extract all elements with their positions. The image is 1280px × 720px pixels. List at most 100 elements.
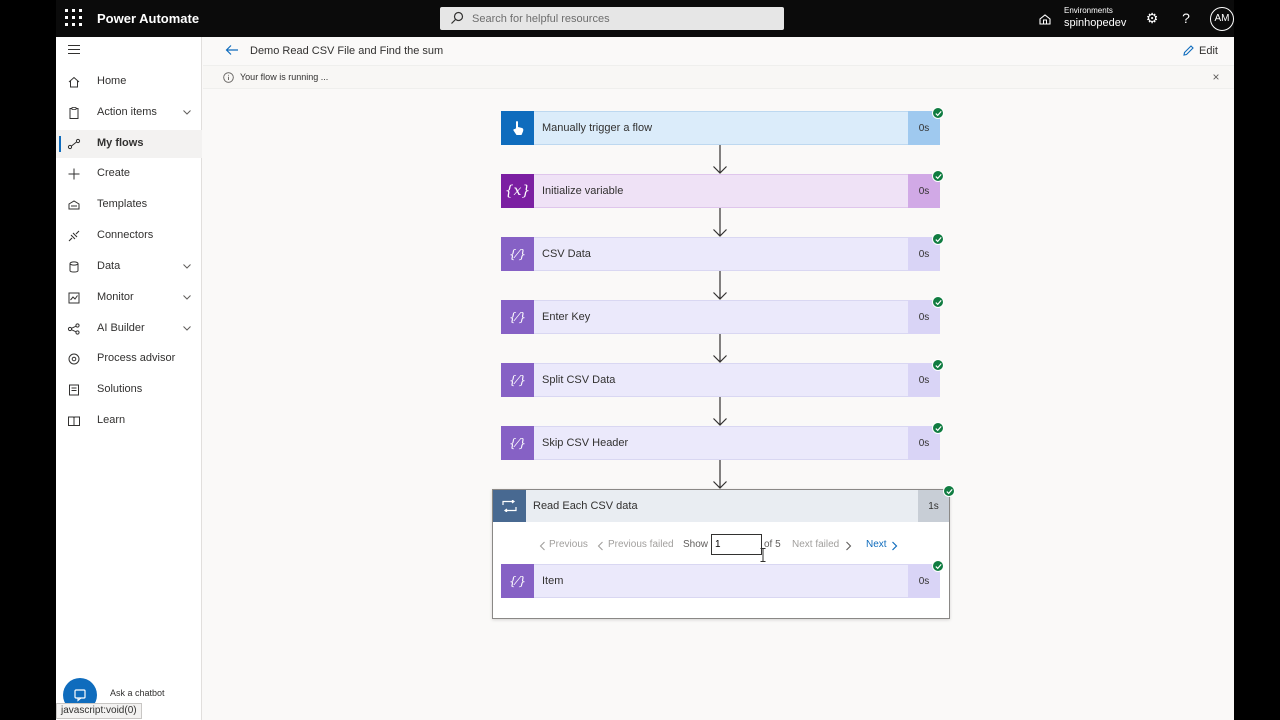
sidebar-item-action-items[interactable]: Action items bbox=[56, 99, 202, 127]
loop-header[interactable]: Read Each CSV data 1s bbox=[493, 490, 949, 522]
solutions-icon bbox=[69, 384, 79, 396]
connector-arrow-icon bbox=[713, 334, 727, 363]
top-bar: Power Automate Environments spinhopedev … bbox=[56, 0, 1234, 37]
environment-label: Environments bbox=[1064, 6, 1113, 15]
chevron-down-icon bbox=[183, 295, 191, 300]
home-icon bbox=[68, 76, 80, 88]
text-cursor-icon bbox=[760, 548, 766, 562]
sidebar-item-templates[interactable]: Templates bbox=[56, 191, 202, 219]
settings-gear-icon[interactable]: ⚙ bbox=[1145, 10, 1159, 26]
sidebar-item-label: Data bbox=[97, 260, 121, 272]
loop-duration: 1s bbox=[918, 490, 949, 522]
run-status-banner: Your flow is running ... × bbox=[203, 65, 1234, 89]
search-box[interactable] bbox=[440, 7, 784, 30]
sidebar-item-monitor[interactable]: Monitor bbox=[56, 284, 202, 312]
connector-icon bbox=[68, 230, 80, 242]
flow-step-manual-trigger[interactable]: Manually trigger a flow 0s bbox=[501, 107, 944, 145]
chevron-right-icon bbox=[892, 541, 898, 551]
iteration-total: of 5 bbox=[764, 539, 781, 550]
step-title: Item bbox=[542, 575, 564, 587]
environment-name: spinhopedev bbox=[1064, 17, 1127, 29]
sidebar-item-label: Connectors bbox=[97, 229, 154, 241]
connector-arrow-icon bbox=[713, 397, 727, 426]
close-icon[interactable]: × bbox=[1212, 70, 1220, 84]
sidebar-item-solutions[interactable]: Solutions bbox=[56, 376, 202, 404]
page-title: Demo Read CSV File and Find the sum bbox=[250, 45, 444, 57]
success-check-icon bbox=[932, 107, 944, 119]
variable-icon: {x} bbox=[501, 174, 534, 208]
flow-step-csv-data[interactable]: {⁄} CSV Data 0s bbox=[501, 233, 944, 271]
status-message: Your flow is running ... bbox=[240, 72, 329, 82]
environment-icon bbox=[1039, 14, 1051, 25]
power-automate-app: Power Automate Environments spinhopedev … bbox=[56, 0, 1234, 720]
flow-step-item[interactable]: {⁄} Item 0s bbox=[501, 560, 944, 598]
sidebar-item-label: Process advisor bbox=[97, 352, 176, 364]
next-label: Next bbox=[866, 539, 887, 550]
sidebar-item-learn[interactable]: Learn bbox=[56, 407, 202, 435]
sidebar-item-data[interactable]: Data bbox=[56, 253, 202, 281]
sidebar-item-label: AI Builder bbox=[97, 322, 145, 334]
flow-step-split-csv-data[interactable]: {⁄} Split CSV Data 0s bbox=[501, 359, 944, 397]
monitor-icon bbox=[68, 292, 80, 304]
app-name[interactable]: Power Automate bbox=[97, 11, 200, 26]
loop-title: Read Each CSV data bbox=[533, 500, 638, 512]
sidebar-item-home[interactable]: Home bbox=[56, 68, 202, 96]
chatbot-icon bbox=[74, 689, 86, 702]
chevron-left-icon bbox=[539, 541, 545, 551]
connector-arrow-icon bbox=[713, 208, 727, 237]
sidebar-item-process-advisor[interactable]: Process advisor bbox=[56, 345, 202, 373]
step-title: Enter Key bbox=[542, 311, 591, 323]
chatbot-label: Ask a chatbot bbox=[110, 688, 165, 698]
flow-step-skip-csv-header[interactable]: {⁄} Skip CSV Header 0s bbox=[501, 422, 944, 460]
flow-step-enter-key[interactable]: {⁄} Enter Key 0s bbox=[501, 296, 944, 334]
success-check-icon bbox=[932, 359, 944, 371]
flow-header: Demo Read CSV File and Find the sum Edit bbox=[203, 37, 1234, 65]
success-check-icon bbox=[932, 233, 944, 245]
next-failed-label: Next failed bbox=[792, 539, 840, 550]
help-icon[interactable]: ? bbox=[1182, 10, 1190, 26]
hamburger-menu-icon[interactable] bbox=[68, 45, 80, 55]
plus-icon bbox=[68, 168, 80, 180]
compose-icon: {⁄} bbox=[501, 300, 534, 334]
user-avatar[interactable]: AM bbox=[1210, 7, 1234, 31]
step-title: Split CSV Data bbox=[542, 374, 616, 386]
show-label: Show bbox=[683, 539, 709, 550]
step-duration: 0s bbox=[908, 363, 940, 397]
success-check-icon bbox=[932, 560, 944, 572]
sidebar-item-label: My flows bbox=[97, 137, 144, 149]
search-input[interactable] bbox=[472, 10, 772, 27]
chevron-right-icon bbox=[846, 541, 852, 551]
step-title: Skip CSV Header bbox=[542, 437, 629, 449]
touch-trigger-icon bbox=[501, 111, 534, 145]
previous-failed-label: Previous failed bbox=[608, 539, 674, 550]
iteration-number-input[interactable] bbox=[711, 534, 762, 555]
ai-builder-icon bbox=[67, 323, 80, 335]
compose-icon: {⁄} bbox=[501, 564, 534, 598]
database-icon bbox=[69, 261, 79, 273]
previous-label: Previous bbox=[549, 539, 588, 550]
back-arrow-icon[interactable] bbox=[225, 44, 239, 56]
sidebar-item-create[interactable]: Create bbox=[56, 160, 202, 188]
loop-icon bbox=[493, 490, 526, 522]
search-icon bbox=[451, 11, 464, 24]
browser-status-url: javascript:void(0) bbox=[56, 703, 142, 719]
chevron-down-icon bbox=[183, 326, 191, 331]
chevron-down-icon bbox=[183, 110, 191, 115]
flow-step-initialize-variable[interactable]: {x} Initialize variable 0s bbox=[501, 170, 944, 208]
process-advisor-icon bbox=[68, 353, 80, 365]
compose-icon: {⁄} bbox=[501, 426, 534, 460]
flow-icon bbox=[67, 138, 81, 150]
sidebar-item-ai-builder[interactable]: AI Builder bbox=[56, 315, 202, 343]
chevron-down-icon bbox=[183, 264, 191, 269]
pencil-icon bbox=[1183, 45, 1194, 56]
sidebar-item-my-flows[interactable]: My flows bbox=[56, 130, 202, 158]
app-launcher-icon[interactable] bbox=[65, 9, 83, 27]
sidebar-item-connectors[interactable]: Connectors bbox=[56, 222, 202, 250]
left-navigation: Home Action items My flows Create Templa… bbox=[56, 37, 202, 720]
success-check-icon bbox=[932, 170, 944, 182]
sidebar-item-label: Templates bbox=[97, 198, 148, 210]
clipboard-icon bbox=[69, 107, 79, 119]
connector-arrow-icon bbox=[713, 460, 727, 489]
sidebar-item-label: Create bbox=[97, 167, 131, 179]
step-title: CSV Data bbox=[542, 248, 591, 260]
